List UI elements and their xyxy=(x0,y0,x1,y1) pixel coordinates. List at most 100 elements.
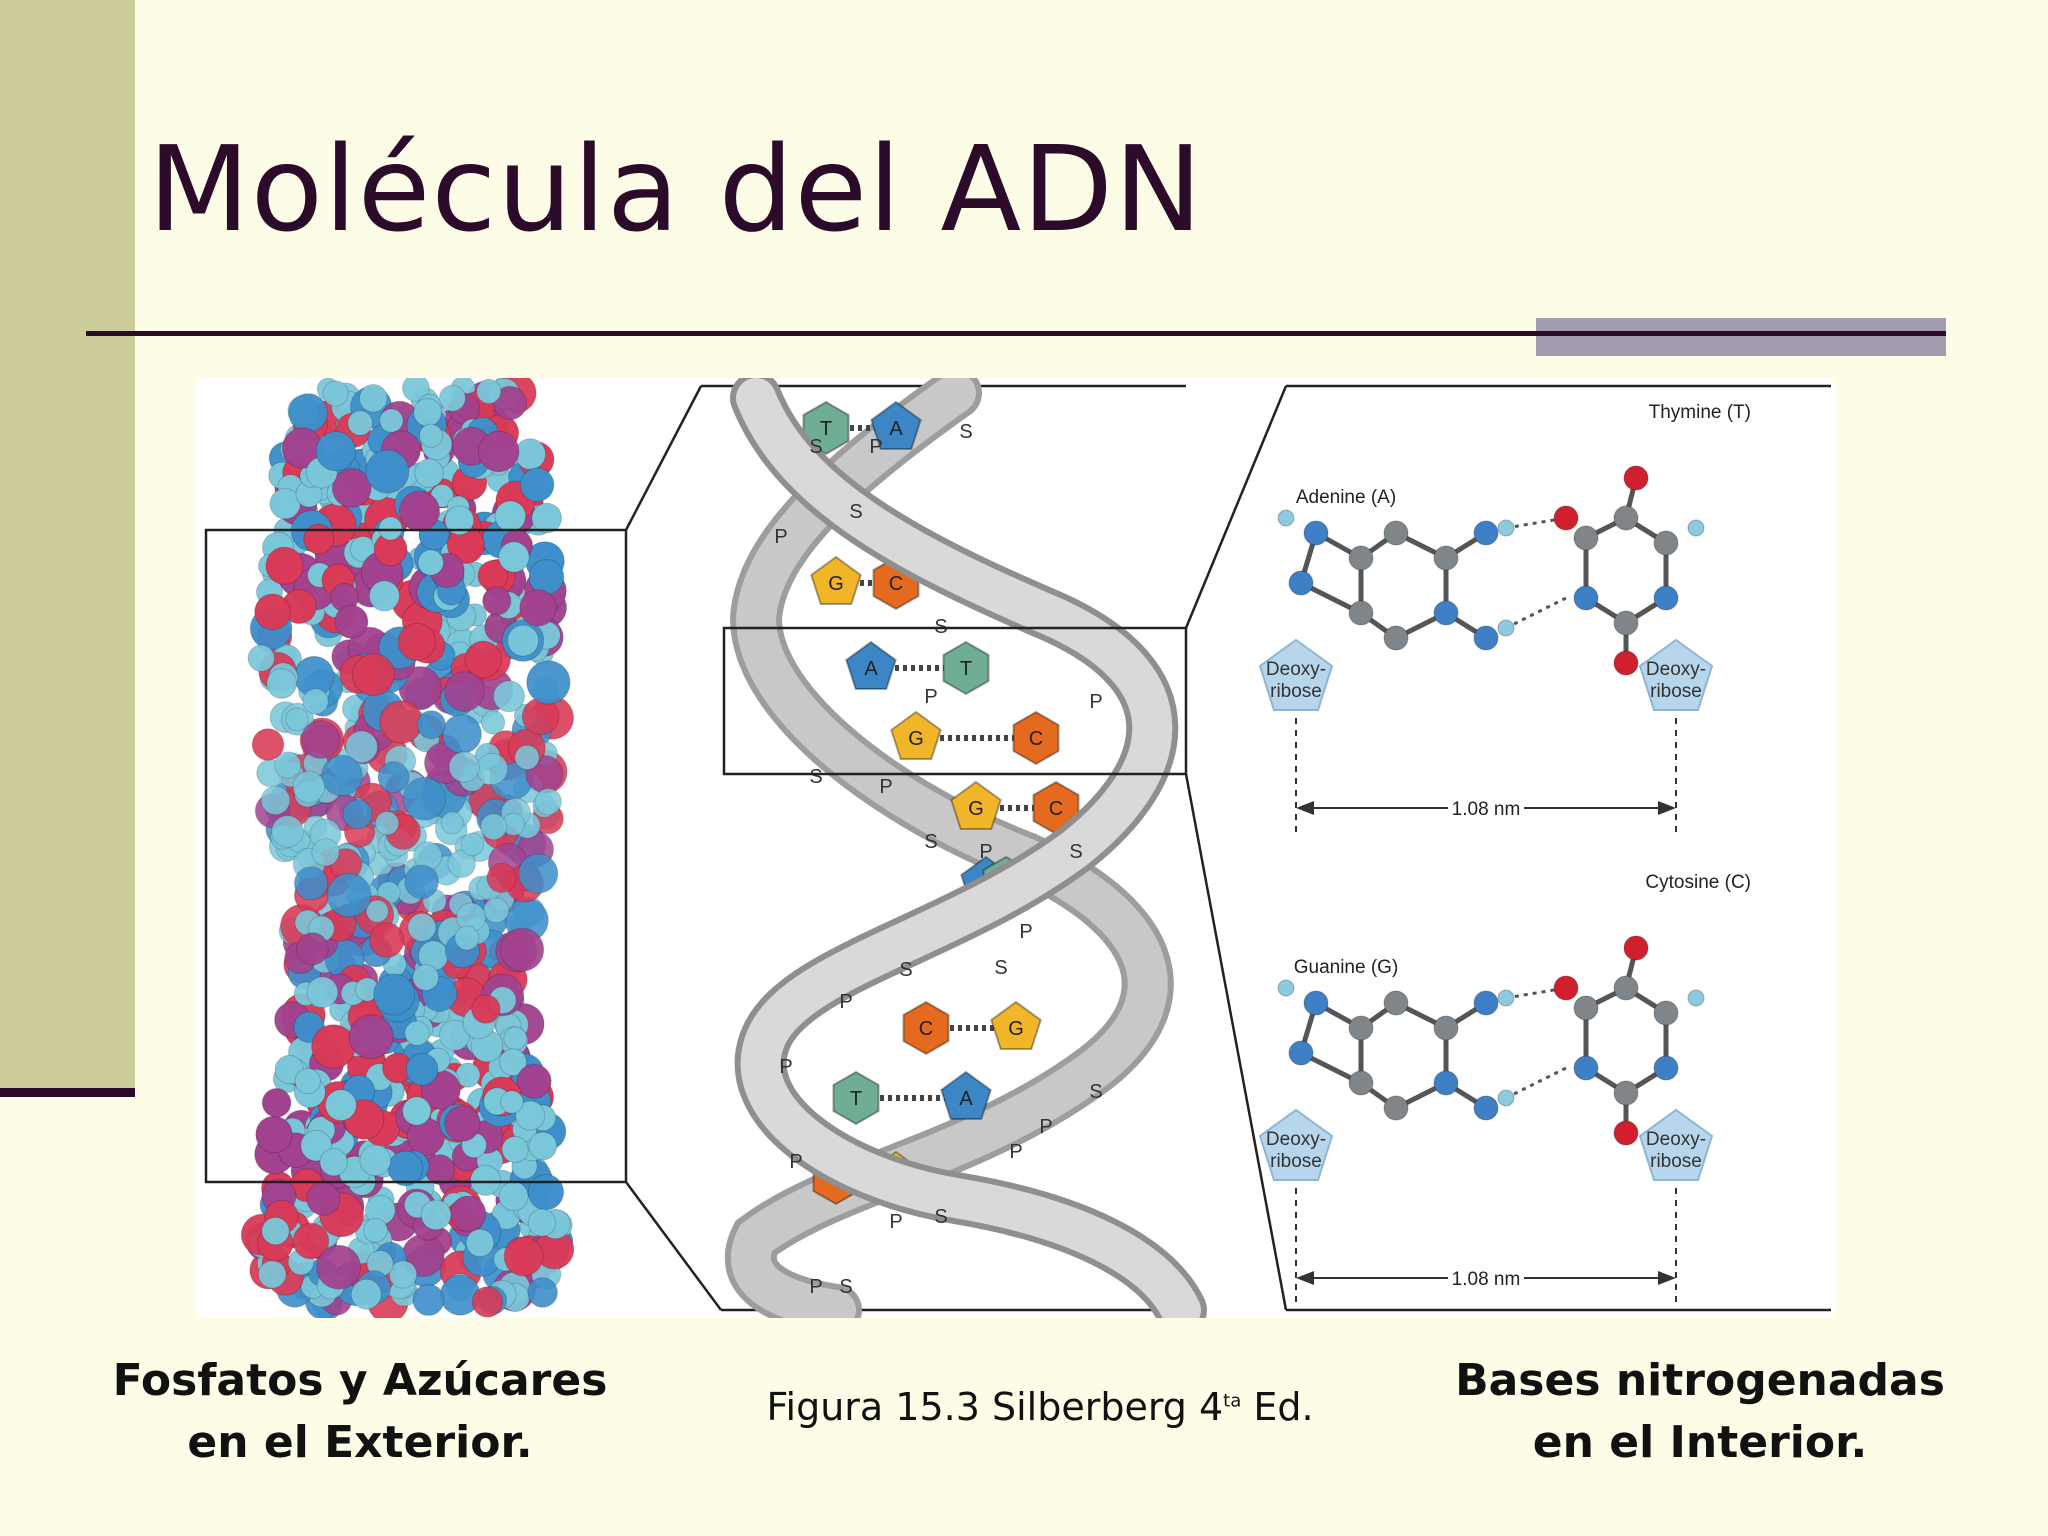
caption-right-line1: Bases nitrogenadas xyxy=(1455,1355,1945,1406)
atom xyxy=(499,1182,528,1211)
atom xyxy=(483,587,511,615)
sugar-label: S xyxy=(1089,1081,1102,1103)
atom xyxy=(472,1287,502,1317)
atom xyxy=(275,752,301,778)
title-rule-accent-line xyxy=(1536,331,1946,336)
base-letter: G xyxy=(968,798,984,820)
atom xyxy=(520,468,554,502)
atom xyxy=(421,1200,451,1230)
deoxyribose-label: ribose xyxy=(1270,1151,1322,1172)
slide-title: Molécula del ADN xyxy=(148,120,1203,258)
carbon-atom xyxy=(1384,521,1408,545)
nitrogen-atom xyxy=(1574,1056,1598,1080)
atom xyxy=(442,715,481,754)
nitrogen-atom xyxy=(1654,1056,1678,1080)
atom xyxy=(502,1136,528,1162)
atom xyxy=(335,605,368,638)
sugar-label: S xyxy=(809,766,822,788)
right-base-name: Cytosine (C) xyxy=(1645,872,1751,893)
atom xyxy=(405,865,439,899)
caption-left-line1: Fosfatos y Azúcares xyxy=(113,1355,608,1406)
atom xyxy=(343,800,372,829)
atom xyxy=(366,450,409,493)
atom xyxy=(317,1245,361,1289)
atom xyxy=(451,1196,486,1231)
atom xyxy=(296,933,328,965)
atom xyxy=(272,816,304,848)
atom xyxy=(307,977,338,1008)
base-letter: A xyxy=(959,1088,973,1110)
carbon-atom xyxy=(1349,1071,1373,1095)
atom xyxy=(425,1155,455,1185)
title-rule-accent xyxy=(1536,318,1946,356)
phosphate-label: P xyxy=(1089,691,1102,713)
caption-right-line2: en el Interior. xyxy=(1533,1417,1867,1468)
atom xyxy=(499,542,529,572)
atom xyxy=(515,745,539,769)
atom xyxy=(487,863,516,892)
atom xyxy=(484,898,509,923)
atom xyxy=(494,681,525,712)
carbon-atom xyxy=(1434,1016,1458,1040)
carbon-atom xyxy=(1614,1081,1638,1105)
carbon-atom xyxy=(1349,1016,1373,1040)
phosphate-label: P xyxy=(979,841,992,863)
atom xyxy=(312,1025,356,1069)
atom xyxy=(323,381,348,406)
phosphate-label: P xyxy=(889,1211,902,1233)
base-letter: A xyxy=(864,658,878,680)
carbon-atom xyxy=(1614,611,1638,635)
caption-right: Bases nitrogenadas en el Interior. xyxy=(1430,1350,1970,1474)
atom xyxy=(408,913,436,941)
atom xyxy=(529,560,564,595)
deoxyribose-label: Deoxy- xyxy=(1266,1129,1326,1150)
distance-label: 1.08 nm xyxy=(1452,1269,1521,1290)
atom xyxy=(449,752,479,782)
nitrogen-atom xyxy=(1474,1096,1498,1120)
carbon-atom xyxy=(1574,526,1598,550)
atom xyxy=(261,786,290,815)
nitrogen-atom xyxy=(1304,521,1328,545)
carbon-atom xyxy=(1384,626,1408,650)
atom xyxy=(495,501,526,532)
atom xyxy=(508,625,539,656)
distance-label: 1.08 nm xyxy=(1452,799,1521,820)
sugar-label: S xyxy=(934,1206,947,1228)
atom xyxy=(351,1279,381,1309)
phosphate-label: P xyxy=(869,436,882,458)
atom xyxy=(380,409,403,432)
atom xyxy=(262,1089,291,1118)
phosphate-label: P xyxy=(839,991,852,1013)
oxygen-atom xyxy=(1614,651,1638,675)
base-letter: T xyxy=(850,1088,862,1110)
base-letter: C xyxy=(919,1018,933,1040)
atom xyxy=(375,812,398,835)
sugar-label: S xyxy=(809,436,822,458)
atom xyxy=(481,814,507,840)
figure-credit: Figura 15.3 Silberberg 4ta Ed. xyxy=(700,1385,1380,1429)
nitrogen-atom xyxy=(1434,1071,1458,1095)
atom xyxy=(472,995,500,1023)
atom xyxy=(527,661,570,704)
deoxyribose-label: ribose xyxy=(1650,681,1702,702)
atom xyxy=(478,431,519,472)
atom xyxy=(332,469,371,508)
base-letter: T xyxy=(960,658,972,680)
atom xyxy=(304,524,334,554)
hydrogen-atom xyxy=(1498,990,1514,1006)
atom xyxy=(353,654,395,696)
atom xyxy=(440,385,466,411)
right-base-name: Thymine (T) xyxy=(1649,402,1751,423)
atom xyxy=(320,1149,347,1176)
atom xyxy=(481,711,504,734)
oxygen-atom xyxy=(1614,1121,1638,1145)
atom xyxy=(528,1174,563,1209)
atom xyxy=(528,1209,555,1236)
phosphate-label: P xyxy=(789,1151,802,1173)
phosphate-label: P xyxy=(774,526,787,548)
atom xyxy=(369,923,404,958)
nitrogen-atom xyxy=(1289,1041,1313,1065)
atom xyxy=(267,669,297,699)
nitrogen-atom xyxy=(1289,571,1313,595)
atom xyxy=(413,965,439,991)
